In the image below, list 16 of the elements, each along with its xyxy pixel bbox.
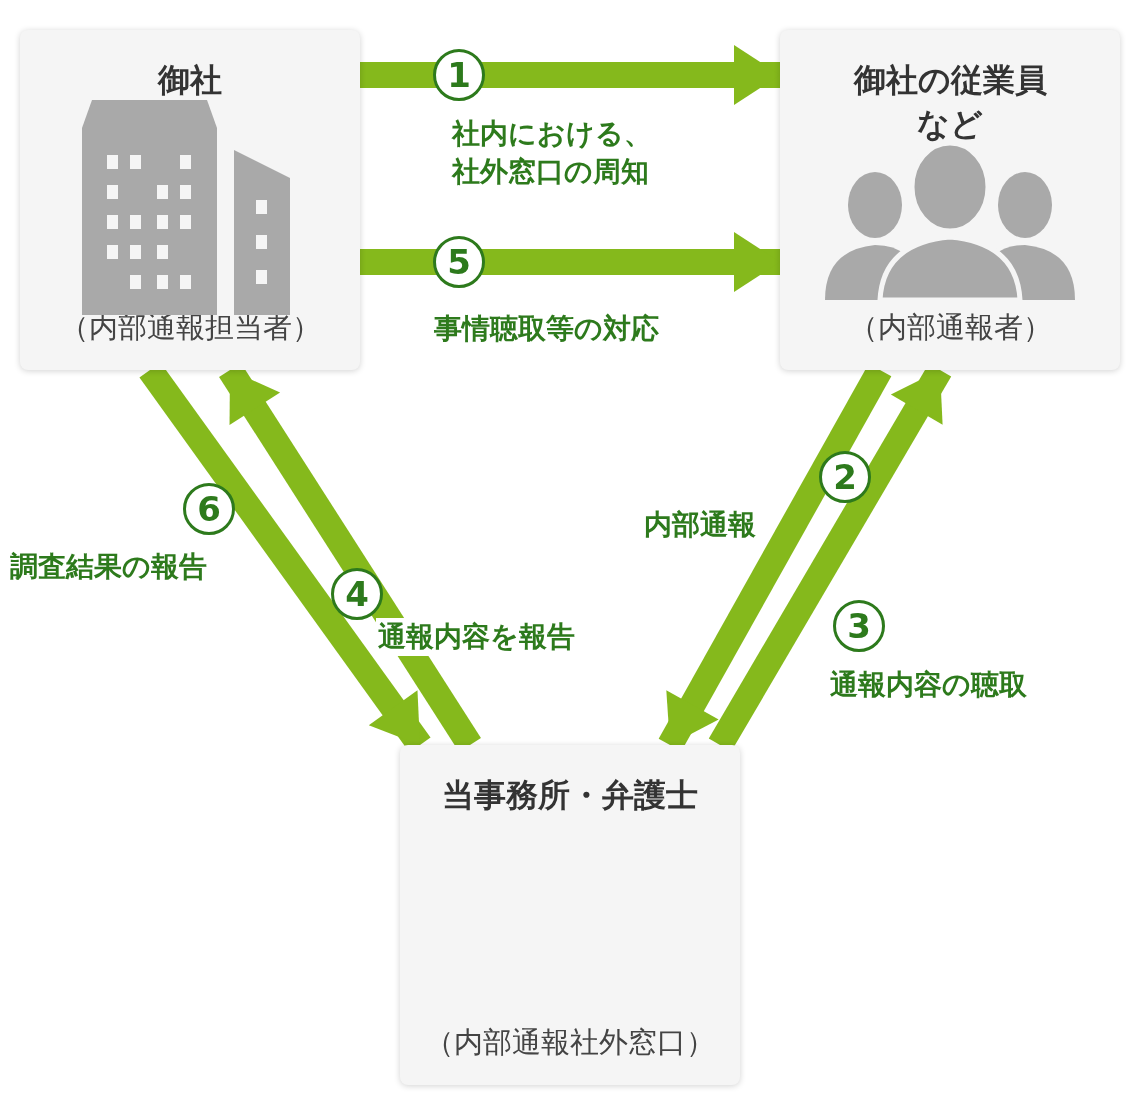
node-subtitle: （内部通報者）: [848, 309, 1052, 346]
arrow: [360, 45, 780, 105]
card-background: [20, 30, 360, 370]
node-heading: 御社: [158, 60, 222, 101]
callout-number: 5: [433, 236, 485, 288]
node-subtitle: （内部通報社外窓口）: [425, 1024, 715, 1061]
callout-number: 3: [833, 600, 885, 652]
callout-number: 1: [433, 49, 485, 101]
card-background: [400, 745, 740, 1085]
node-heading: 当事務所・弁護士: [442, 775, 698, 816]
arrow: [360, 232, 780, 292]
card-background: [780, 30, 1120, 370]
edge-label: 通報内容を報告: [376, 618, 577, 656]
node-heading: 御社の従業員など: [852, 60, 1048, 145]
callout-number: 4: [331, 568, 383, 620]
callout-number: 6: [183, 483, 235, 535]
